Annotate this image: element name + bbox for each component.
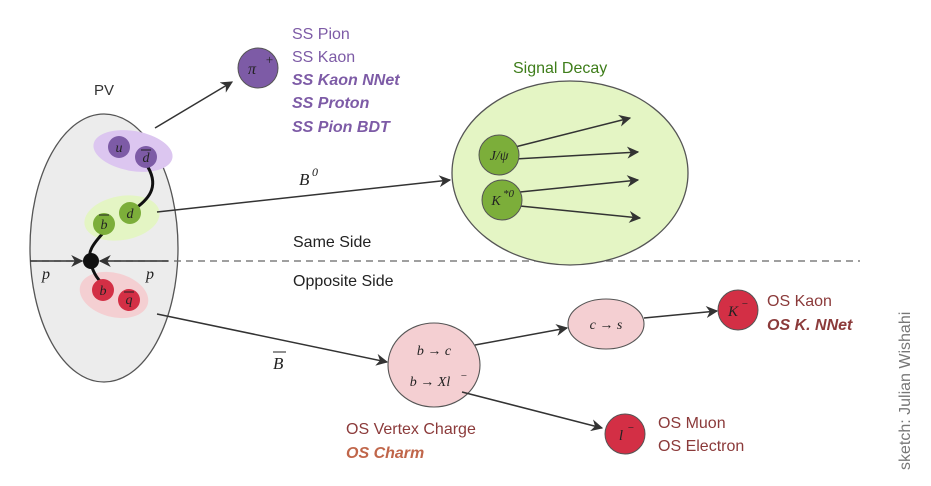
c-to-s-label: c → s — [590, 318, 623, 333]
b-to-xl-label: b → Xl — [410, 375, 451, 390]
ss-tagger-3: SS Proton — [292, 95, 370, 112]
proton-right-label: p — [145, 266, 154, 283]
charm-decay-node — [567, 298, 645, 350]
quark-d — [119, 202, 141, 224]
os-kaon-tagger-1: OS K. NNet — [767, 317, 853, 334]
quark-u — [108, 136, 130, 158]
quark-dbar-label: d — [143, 151, 151, 166]
os-vertex-tagger-1: OS Charm — [346, 445, 424, 462]
arrow-to-pion — [154, 81, 234, 129]
kstar-track-2 — [519, 205, 642, 223]
quark-dbar — [135, 146, 157, 168]
ss-tagger-1: SS Kaon — [292, 49, 355, 66]
kstar-label: K — [490, 194, 501, 209]
arrow-to-charm — [474, 324, 569, 346]
same-side-label: Same Side — [293, 234, 371, 251]
quark-d-label: d — [127, 207, 135, 222]
lepton-sup: − — [627, 422, 634, 434]
signal-decay-title: Signal Decay — [513, 60, 607, 77]
kstar-sup: *0 — [503, 188, 515, 200]
quark-b-label: b — [100, 284, 107, 299]
string-upper — [135, 163, 155, 210]
pion-node — [237, 47, 279, 89]
opposite-side-label: Opposite Side — [293, 273, 394, 290]
ss-tagger-4: SS Pion BDT — [292, 119, 391, 136]
b0-sup: 0 — [312, 165, 318, 179]
bbar-meson-label: B — [273, 354, 284, 373]
os-kaon-tagger-0: OS Kaon — [767, 293, 832, 310]
quark-qbar — [118, 289, 140, 311]
lepton-node — [604, 413, 646, 455]
kstar-track-1 — [519, 175, 640, 193]
jpsi-node — [478, 134, 520, 176]
pion-sup: + — [265, 52, 274, 67]
lepton-label: l — [619, 428, 623, 444]
os-lepton-tagger-1: OS Electron — [658, 438, 744, 455]
pion-label: π — [248, 61, 257, 78]
arrow-to-kaon — [643, 306, 719, 319]
b0-label: B — [299, 170, 310, 189]
quark-qbar-label: q — [126, 293, 133, 308]
jpsi-track-2 — [514, 146, 640, 160]
ss-tagger-2: SS Kaon NNet — [292, 72, 400, 89]
jpsi-track-1 — [514, 114, 632, 148]
ss-tagger-0: SS Pion — [292, 26, 350, 43]
os-lepton-tagger-0: OS Muon — [658, 415, 726, 432]
credit-label: sketch: Julian Wishahi — [897, 312, 914, 470]
os-vertex-tagger-0: OS Vertex Charge — [346, 421, 476, 438]
quark-u-label: u — [116, 141, 123, 156]
jpsi-label: J/ψ — [490, 149, 509, 164]
proton-left-label: p — [41, 266, 50, 283]
signal-decay-region — [451, 80, 689, 266]
b-decay-vertex — [387, 322, 481, 408]
arrow-b0 — [156, 175, 452, 213]
pv-region — [29, 113, 179, 383]
b-to-c-label: b → c — [417, 344, 452, 359]
b-to-xl-sup: − — [460, 370, 467, 382]
kaon-node — [717, 289, 759, 331]
quark-b — [92, 279, 114, 301]
quark-bbar — [93, 213, 115, 235]
kstar-node — [481, 179, 523, 221]
kaon-label: K — [727, 304, 739, 320]
arrow-bbar — [156, 313, 389, 366]
quark-bbar-label: b — [101, 218, 108, 233]
interaction-point — [83, 253, 99, 269]
pv-label: PV — [94, 82, 114, 99]
arrow-to-lepton — [461, 391, 604, 432]
kaon-sup: − — [741, 298, 748, 310]
